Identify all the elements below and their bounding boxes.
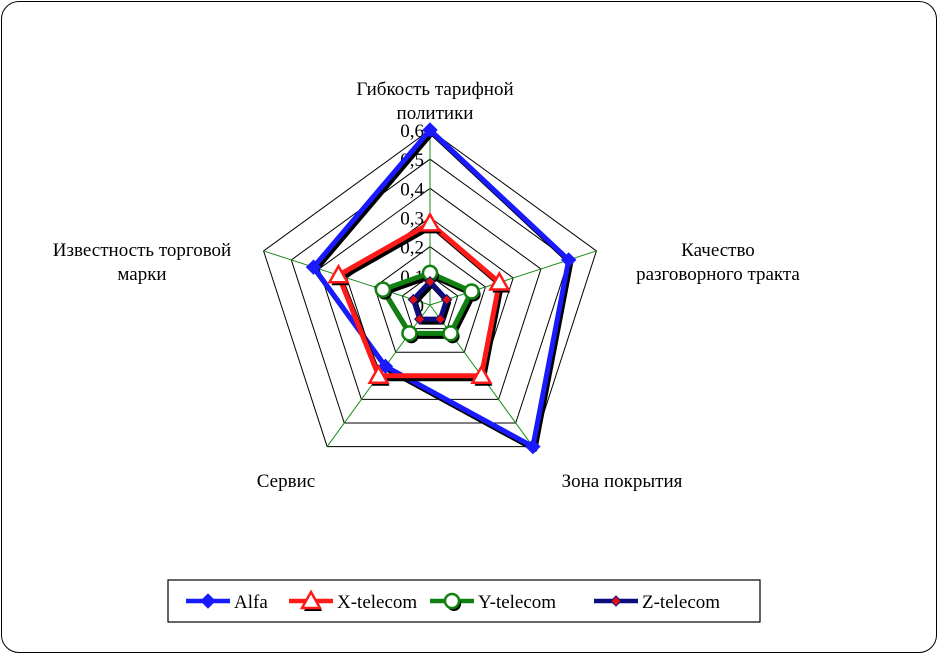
series-layer [305,122,577,455]
data-point [525,438,541,455]
legend-label: Y-telecom [478,592,556,613]
grid-ring-1 [401,275,459,330]
data-point [560,252,577,268]
data-point [434,313,446,325]
data-point [440,293,453,306]
data-point [470,364,493,385]
data-point [367,364,390,385]
data-point [305,259,322,275]
data-point [401,325,418,342]
series-z-telecom [407,275,453,325]
spoke-4 [263,250,431,306]
tick-label: 0,3 [400,209,424,230]
legend-label: Z-telecom [642,592,720,613]
data-point [442,325,459,342]
legend-item-x-telecom: X-telecom [289,589,417,613]
data-point [299,589,323,610]
data-point [414,313,426,325]
grid-ring-2 [373,246,487,353]
data-point [327,263,350,284]
series-alfa [305,122,577,455]
data-point [422,122,438,138]
series-line [335,220,502,379]
data-point [443,592,461,610]
legend: Alfa X-telecom Y-telecom Z-telecom [167,579,761,623]
legend-item-y-telecom: Y-telecom [430,592,556,613]
data-point [610,595,622,607]
legend-label: Alfa [234,592,268,613]
category-label: Зона покрытия [562,471,683,492]
data-point [407,293,420,306]
grid-ring-4 [318,187,542,400]
data-point [374,281,392,298]
grid-ring-6 [262,129,598,448]
legend-label: X-telecom [337,592,417,613]
data-point [418,211,442,232]
data-point [463,283,480,300]
series-x-telecom [327,211,511,386]
tick-label: 0,6 [400,121,424,142]
data-point [424,275,436,288]
series-line [410,279,450,322]
grid-ring-5 [290,158,570,424]
data-point [200,593,216,609]
legend-item-z-telecom: Z-telecom [594,592,720,613]
tick-label: 0,4 [400,179,424,200]
legend-item-alfa: Alfa [186,592,268,613]
series-line [310,127,572,450]
category-label: Сервис [257,471,315,492]
series-shadow [312,130,574,453]
data-point [488,270,511,291]
